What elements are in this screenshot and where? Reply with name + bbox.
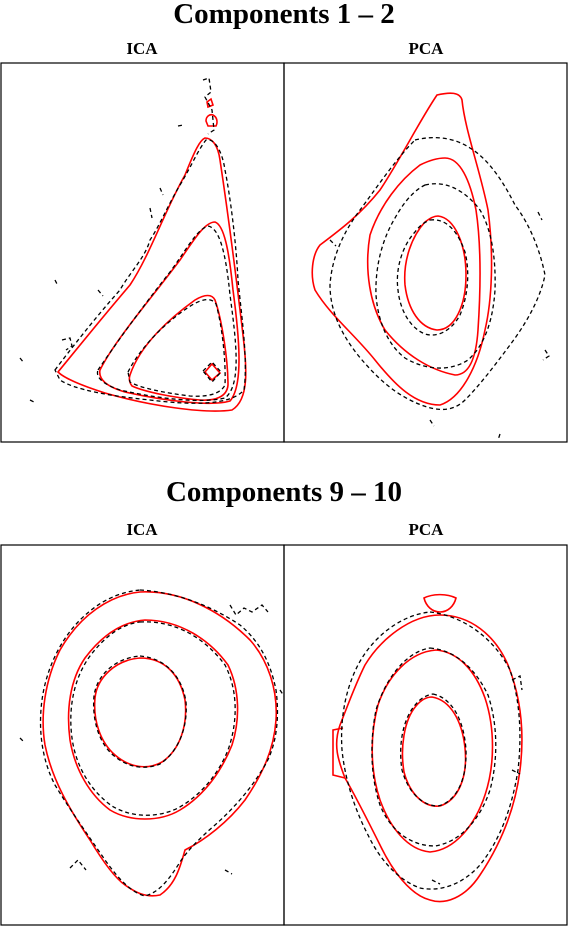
- empirical-contour-tip: [202, 77, 215, 135]
- fitted-contour-cap: [423, 593, 457, 613]
- fitted-contour-tip-b: [206, 97, 214, 109]
- fitted-contour-level-2: [366, 157, 481, 376]
- panel-title-pca-bottom: PCA: [408, 520, 444, 539]
- empirical-contour-speckles: [19, 604, 285, 875]
- empirical-contour-speckles: [329, 211, 550, 441]
- panel-ica-components-1-2: [0, 62, 285, 443]
- fitted-contour-level-3: [128, 294, 229, 401]
- panel-title-ica-bottom: ICA: [126, 520, 158, 539]
- fitted-contour-inner: [203, 362, 222, 382]
- fitted-contour-level-2: [67, 619, 239, 820]
- empirical-contour-outer: [54, 139, 246, 404]
- fitted-contour-level-2: [371, 649, 494, 853]
- row-title-components-9-10: Components 9 – 10: [165, 476, 403, 508]
- empirical-contour-inner: [92, 655, 187, 768]
- panel-frame: [283, 62, 568, 443]
- fitted-contour-side: [332, 727, 346, 779]
- empirical-contour-level-2: [375, 183, 496, 369]
- panel-pca-components-9-10: [283, 544, 568, 926]
- fitted-contour-outer: [311, 92, 493, 406]
- fitted-contour-outer: [335, 614, 523, 903]
- empirical-contour-inner: [400, 693, 467, 807]
- fitted-contour-tip-a: [205, 113, 218, 127]
- empirical-contour-level-3: [396, 219, 469, 336]
- empirical-contour-inner: [202, 361, 222, 383]
- empirical-contour-level-2: [371, 647, 497, 847]
- panel-title-ica-top: ICA: [126, 39, 158, 58]
- empirical-contour-level-3: [127, 298, 226, 397]
- empirical-contour-outer: [39, 589, 279, 897]
- row-title-components-1-2: Components 1 – 2: [173, 0, 395, 30]
- empirical-contour-level-2: [70, 621, 236, 816]
- fitted-contour-outer: [42, 591, 278, 897]
- empirical-contour-level-2: [96, 225, 237, 402]
- panel-ica-components-9-10: [0, 544, 285, 926]
- empirical-contour-outer: [329, 137, 546, 411]
- panel-frame: [283, 544, 568, 926]
- panel-pca-components-1-2: [283, 62, 568, 443]
- fitted-contour-level-2: [99, 221, 240, 405]
- panel-title-pca-top: PCA: [408, 39, 444, 58]
- empirical-contour-speckles: [19, 124, 184, 403]
- fitted-contour-outer: [56, 137, 247, 412]
- empirical-contour-outer: [340, 611, 521, 890]
- empirical-contour-speckles: [431, 675, 523, 885]
- panel-frame: [0, 62, 285, 443]
